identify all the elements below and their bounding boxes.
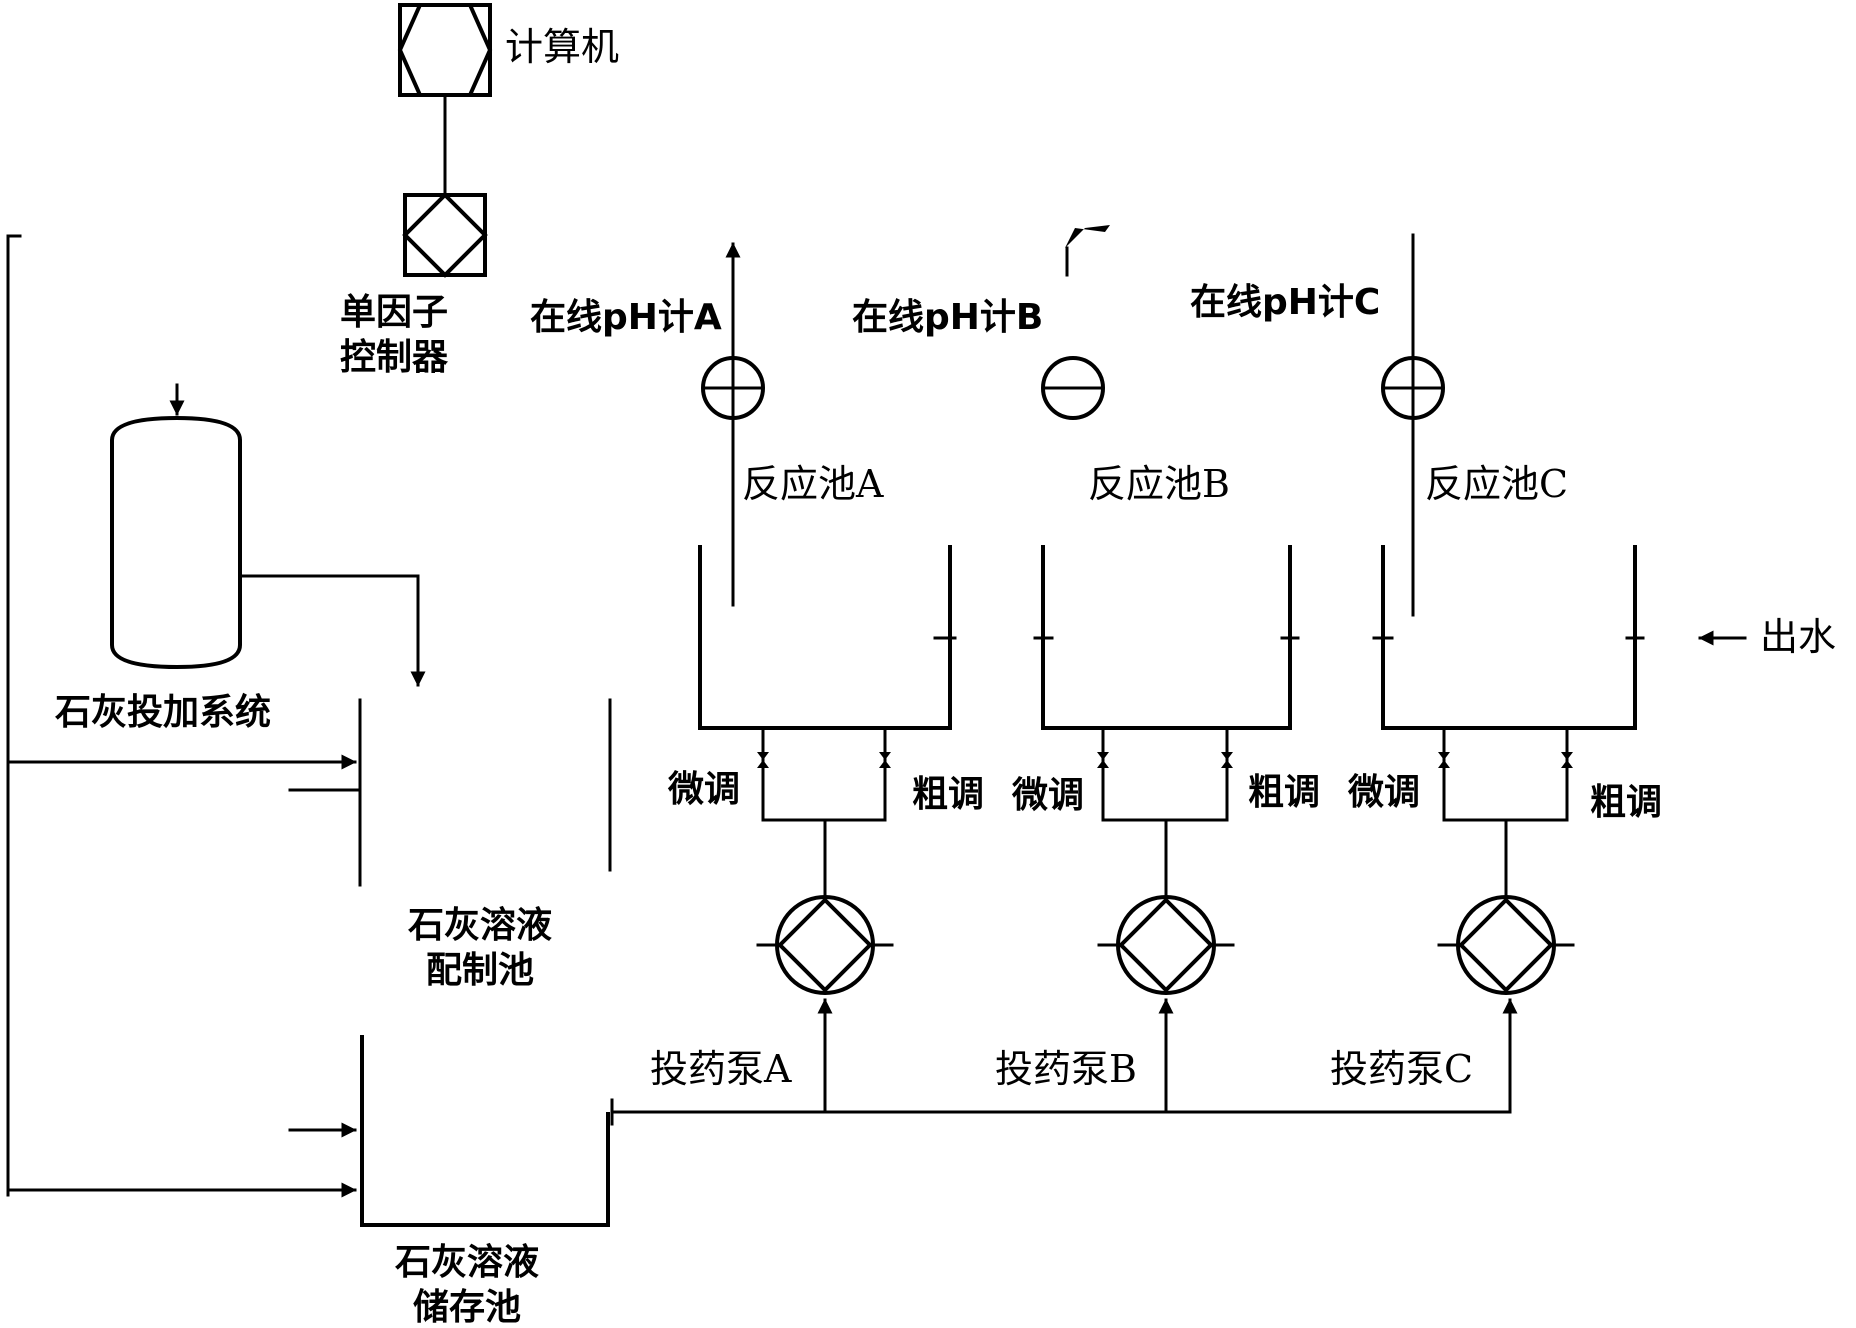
train-b — [1041, 225, 1292, 1114]
label-pump-b: 投药泵B — [995, 1047, 1137, 1091]
label-fine-a: 微调 — [668, 769, 741, 810]
label-ph-meter-a: 在线pH计A — [530, 297, 722, 338]
label-fine-c: 微调 — [1348, 772, 1421, 813]
train-c — [1381, 233, 1637, 1114]
pump-c — [1456, 895, 1556, 995]
label-prep-tank: 石灰溶液 配制池 — [408, 905, 553, 991]
label-computer: 计算机 — [505, 25, 620, 69]
label-ph-meter-b: 在线pH计B — [852, 297, 1044, 338]
pump-a — [775, 895, 875, 995]
label-reactor-a: 反应池A — [742, 462, 884, 506]
label-coarse-a: 粗调 — [912, 774, 985, 815]
reactor-b-tank — [1041, 545, 1292, 730]
storage-tank — [360, 1035, 610, 1227]
label-storage-tank: 石灰溶液 储存池 — [395, 1242, 540, 1328]
silo-to-prep-line — [238, 574, 426, 687]
label-outlet: 出水 — [1760, 615, 1837, 659]
controller-block — [402, 192, 488, 278]
computer-block — [397, 3, 493, 97]
label-reactor-c: 反应池C — [1425, 462, 1569, 506]
lime-silo — [110, 415, 242, 670]
label-coarse-c: 粗调 — [1590, 782, 1663, 823]
label-coarse-b: 粗调 — [1248, 772, 1321, 813]
reactor-a-tank — [698, 545, 952, 730]
label-controller: 单因子 控制器 — [340, 292, 449, 378]
train-a — [698, 242, 952, 1114]
label-pump-a: 投药泵A — [650, 1047, 792, 1091]
reactor-c-tank — [1381, 545, 1637, 730]
label-lime-dosing-system: 石灰投加系统 — [55, 692, 272, 733]
label-ph-meter-c: 在线pH计C — [1190, 282, 1381, 323]
label-pump-c: 投药泵C — [1330, 1047, 1474, 1091]
pump-b — [1116, 895, 1216, 995]
label-fine-b: 微调 — [1012, 775, 1085, 816]
label-reactor-b: 反应池B — [1088, 462, 1230, 506]
